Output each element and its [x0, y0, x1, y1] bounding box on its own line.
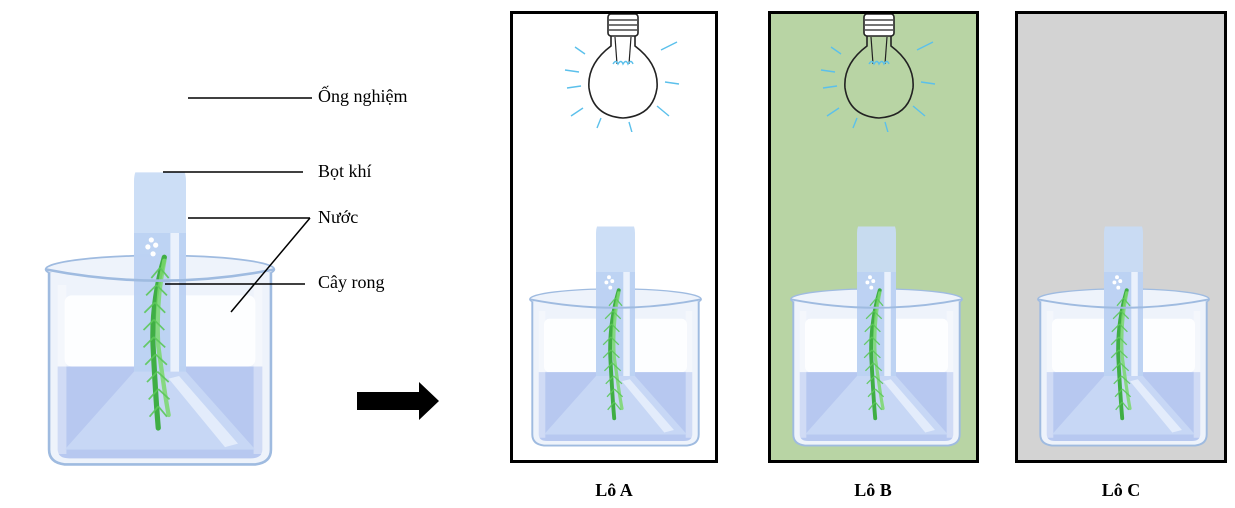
apparatus-illustration	[518, 166, 713, 456]
label-waterweed: Cây rong	[318, 272, 385, 292]
lot-b-caption: Lô B	[854, 480, 892, 500]
lot-c-panel	[1015, 11, 1227, 463]
lot-a-caption: Lô A	[595, 480, 633, 500]
leader-water-2	[230, 217, 311, 313]
label-bubbles: Bọt khí	[318, 161, 372, 181]
lot-a-panel	[510, 11, 718, 463]
lot-c-caption: Lô C	[1101, 480, 1141, 500]
light-bulb-icon	[553, 12, 693, 132]
apparatus-illustration	[1026, 166, 1221, 456]
light-bulb-icon	[809, 12, 949, 132]
label-water: Nước	[318, 207, 359, 227]
label-lines	[163, 97, 312, 313]
apparatus-illustration	[779, 166, 974, 456]
lot-b-panel	[768, 11, 979, 463]
arrow-right-icon	[357, 382, 439, 420]
label-test-tube: Ống nghiệm	[318, 86, 408, 106]
